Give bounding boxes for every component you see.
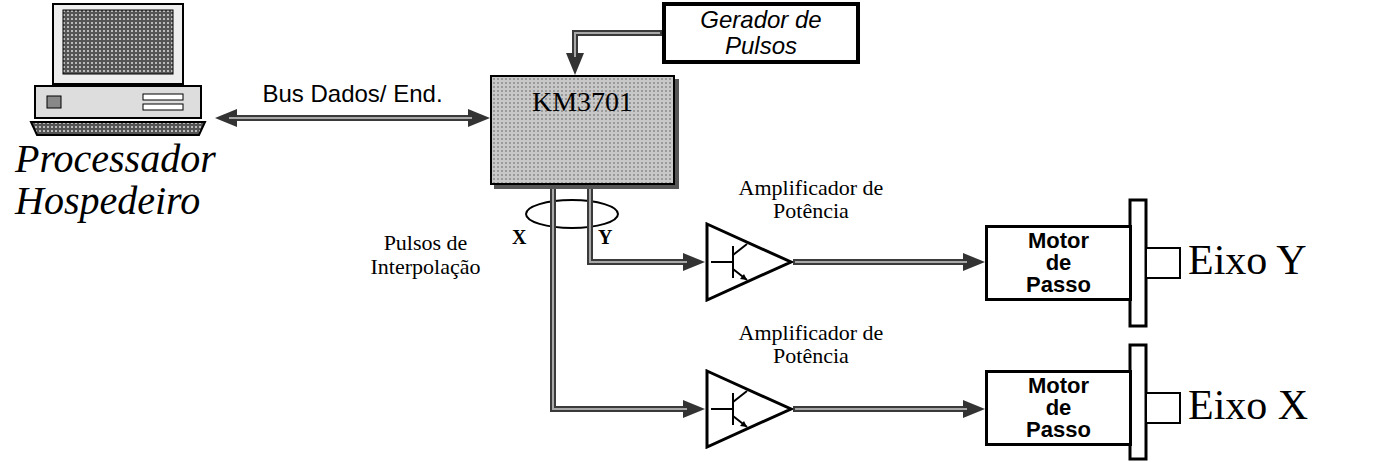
amplifier-label: Amplificador de Potência: [727, 321, 895, 367]
power-amplifier: Amplificador de Potência: [705, 176, 895, 302]
power-amplifier: Amplificador de Potência: [705, 321, 895, 449]
axis-label: Eixo X: [1188, 382, 1308, 428]
bus-label: Bus Dados/ End.: [262, 80, 442, 108]
amplifier-label: Amplificador de Potência: [727, 176, 895, 222]
axis-label: Eixo Y: [1188, 237, 1307, 283]
motor-label: Motor de Passo: [1020, 375, 1098, 441]
arrow-highlight: [575, 33, 660, 57]
axis-letter: X: [512, 226, 526, 248]
amplifier-triangle: [705, 222, 793, 302]
signal-arrow: [793, 406, 973, 412]
arrow-highlight: [553, 187, 687, 409]
node-label: Gerador de Pulsos: [672, 7, 850, 59]
bundle-ellipse: [526, 200, 618, 228]
signal-arrow: [553, 185, 693, 409]
controller-chip: KM3701: [490, 75, 675, 185]
signal-arrow: [590, 185, 693, 262]
arrow-highlight: [795, 408, 967, 410]
motor-label: Motor de Passo: [1020, 230, 1098, 296]
node-label: Processador Hospedeiro: [15, 2, 277, 222]
stepper-motor: Motor de Passo: [985, 370, 1132, 446]
arrow-highlight: [795, 261, 967, 263]
axis-letter: Y: [598, 226, 612, 248]
motor-shaft: [1130, 345, 1180, 459]
arrow-highlight: [590, 187, 687, 262]
amplifier-triangle: [705, 369, 793, 449]
motor-shaft: [1130, 200, 1180, 326]
signal-arrow: [575, 33, 662, 63]
signal-label: Pulsos de Interpolação: [338, 231, 513, 279]
pulse-generator-box: Gerador de Pulsos: [662, 2, 860, 64]
node-label: KM3701: [492, 87, 673, 118]
arrow-highlight: [229, 117, 472, 119]
signal-arrow: [793, 259, 973, 265]
stepper-motor: Motor de Passo: [985, 225, 1132, 301]
signal-arrow: [227, 115, 478, 121]
computer-icon: [23, 2, 209, 137]
host-computer: Processador Hospedeiro: [15, 2, 277, 228]
